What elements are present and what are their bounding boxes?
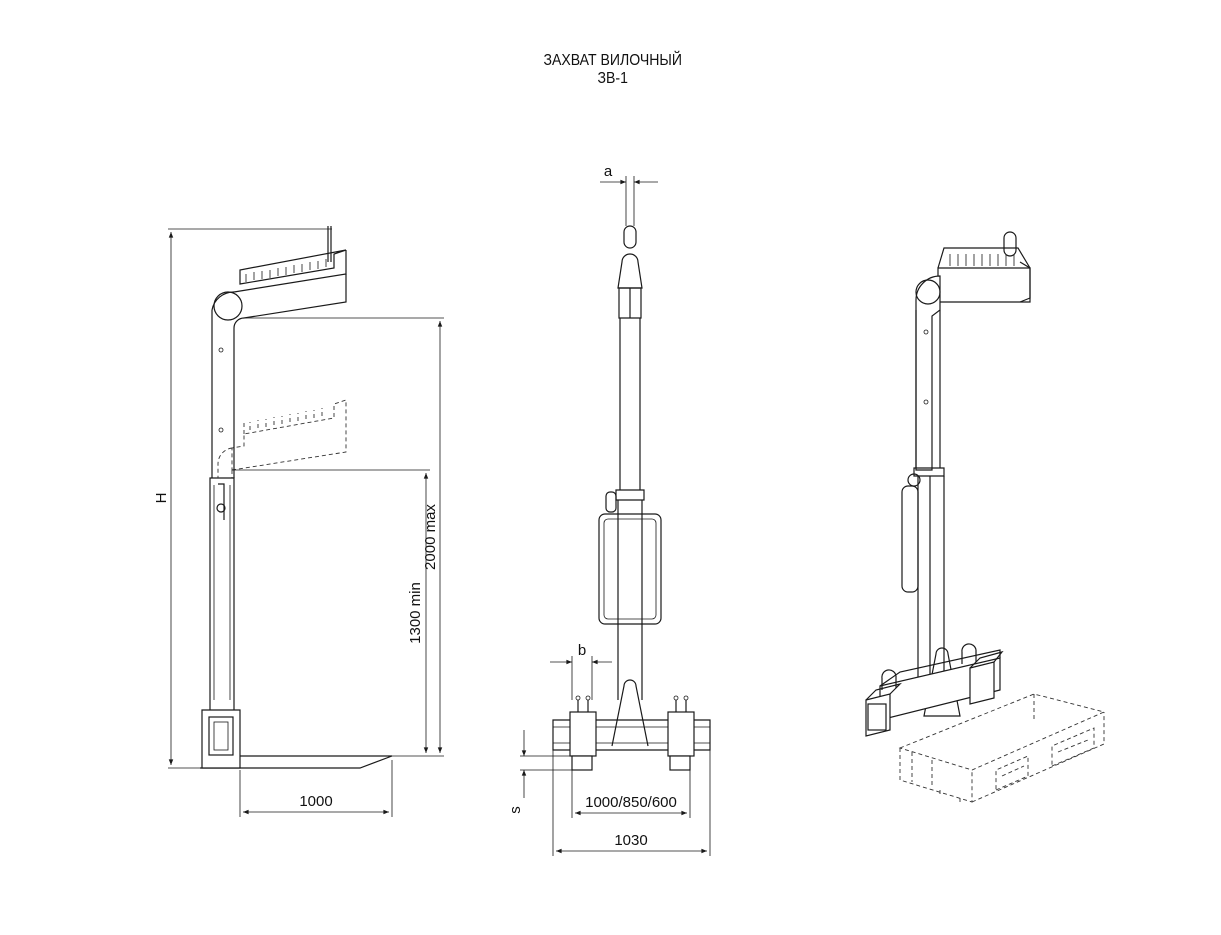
dim-min-label: 1300 min <box>407 582 424 644</box>
dim-height-label: H <box>153 493 170 504</box>
dim-inner-label: 1000/850/600 <box>585 794 677 811</box>
side-view: H 2000 max 1300 min 1000 <box>153 226 444 817</box>
dim-outer-label: 1030 <box>614 832 647 849</box>
dim-s-label: s <box>507 806 524 814</box>
dim-b-label: b <box>578 642 586 659</box>
isometric-view <box>865 231 1106 803</box>
front-view: a b s <box>507 163 711 856</box>
drawing-title: ЗАХВАТ ВИЛОЧНЫЙ <box>543 52 682 69</box>
dim-a-label: a <box>604 163 613 180</box>
dim-fork-length-label: 1000 <box>299 793 332 810</box>
drawing-model: ЗВ-1 <box>597 70 628 87</box>
dim-max-label: 2000 max <box>422 504 439 570</box>
